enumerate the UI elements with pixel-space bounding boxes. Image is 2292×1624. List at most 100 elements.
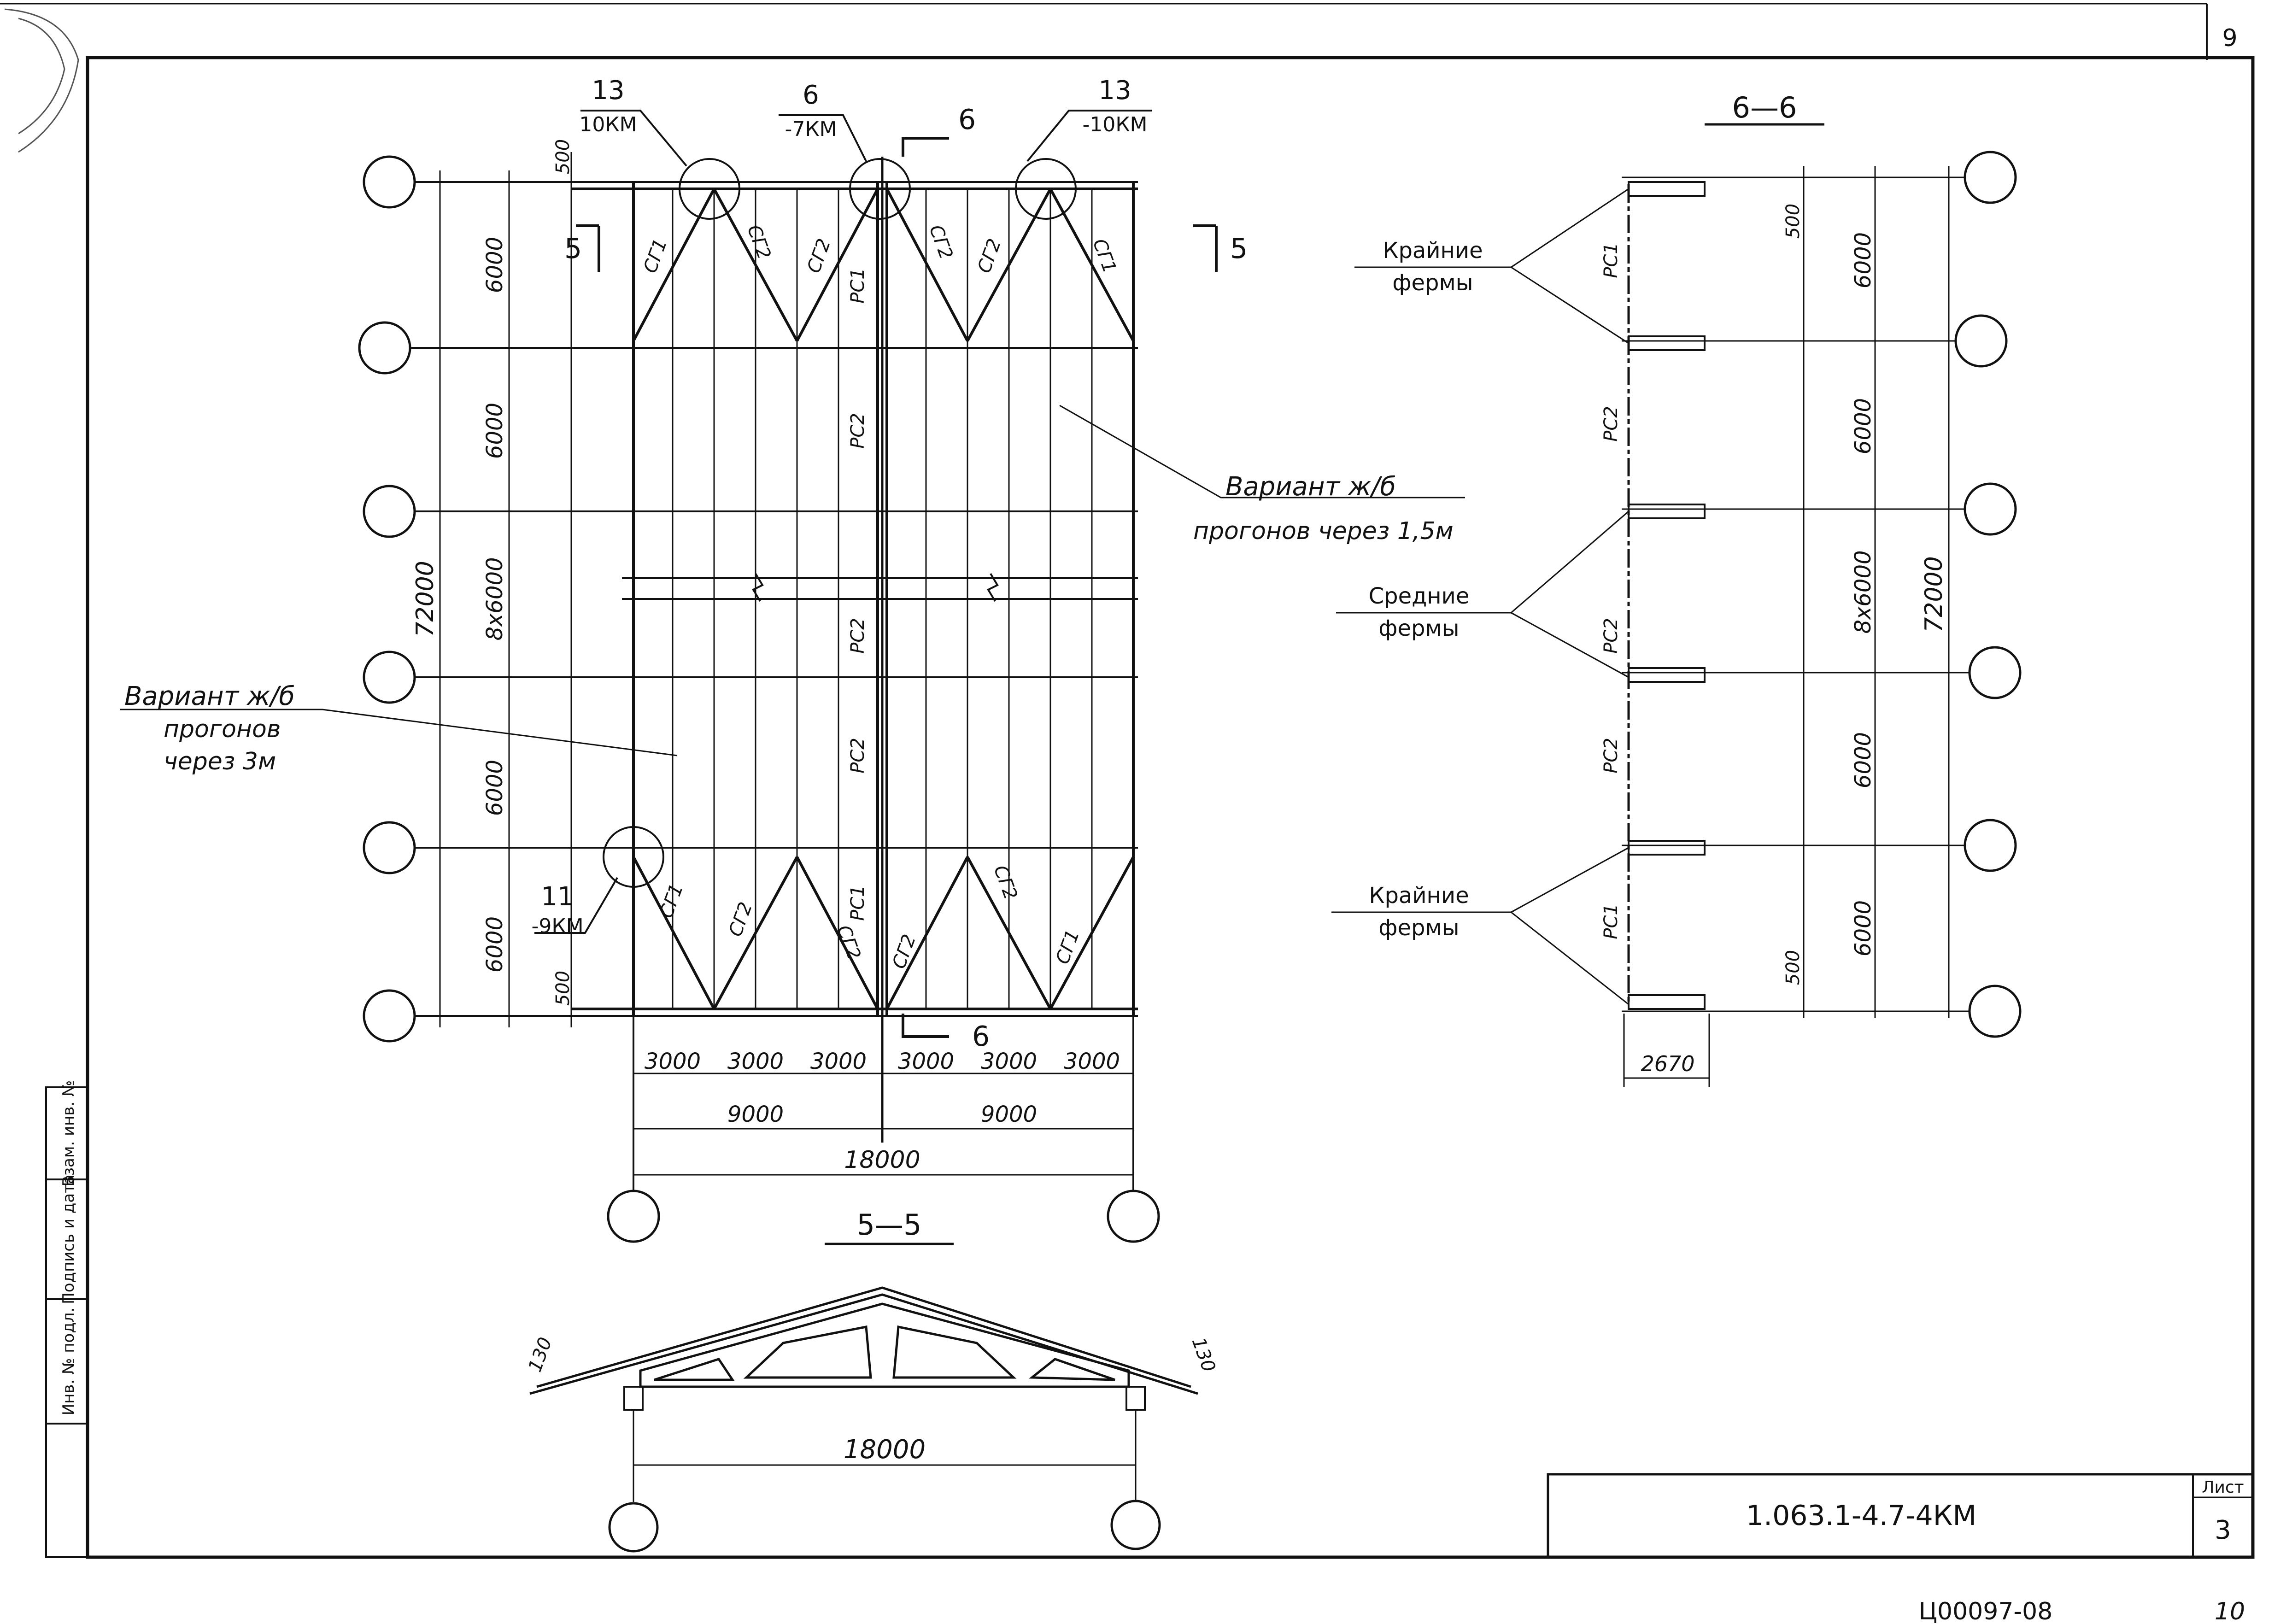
section66-column-bubbles (1954, 151, 2022, 1038)
section66-dim-6000-1: 6000 (1850, 232, 1876, 288)
dim-6000-row5: 6000 (482, 916, 508, 973)
section66-dim-8x6000: 8х6000 (1850, 550, 1876, 633)
section66-outer-bot-2: фермы (1378, 915, 1459, 941)
brace-sg1-top-left: СГ1 (639, 236, 671, 276)
note-left-line3: через 3м (164, 748, 276, 775)
dim-500-bottom: 500 (552, 971, 574, 1006)
title-block-sheet-number: 3 (2215, 1515, 2231, 1545)
section66-outer-bot-1: Крайние (1369, 883, 1469, 909)
brace-sg2-bot-4: СГ2 (990, 862, 1021, 903)
section-6-bottom-label: 6 (972, 1020, 990, 1053)
strut-rs2-2: РС2 (847, 618, 868, 654)
section66-dim-500-bot: 500 (1782, 950, 1804, 985)
section-6-6 (1331, 123, 2022, 1087)
title-block-code: 1.063.1-4.7-4КМ (1746, 1500, 1976, 1532)
callout-mid-ref: -7КМ (785, 117, 837, 141)
dim-6000-row4: 6000 (482, 760, 508, 816)
note-right-line2: прогонов через 1,5м (1193, 517, 1454, 545)
brace-sg2-bot-2: СГ2 (833, 922, 865, 962)
section-5-5 (529, 1243, 1198, 1553)
dim-6000-row2: 6000 (482, 403, 508, 459)
dim-3000-5: 3000 (981, 1049, 1037, 1074)
callout-mid-num: 6 (803, 80, 819, 110)
strut-rs2-3: РС2 (847, 738, 868, 774)
dim-3000-3: 3000 (810, 1049, 867, 1074)
column-bubbles (358, 155, 1160, 1243)
section66-rs1-top: РС1 (1600, 242, 1622, 278)
stamp-inv: Инв. № подл. (59, 1307, 78, 1416)
section66-leaders (1331, 188, 1629, 1005)
section66-outer-top-2: фермы (1392, 270, 1473, 296)
archive-code: Ц00097-08 (1919, 1598, 2053, 1624)
truss-ends (1628, 181, 1706, 1010)
callout-low-ref: -9КМ (531, 915, 583, 938)
dim-3000-2: 3000 (727, 1049, 784, 1074)
dim-9000-left: 9000 (727, 1102, 784, 1127)
roof-plan (358, 110, 1218, 1243)
note-left-line2: прогонов (164, 715, 281, 743)
section66-dim-6000-4: 6000 (1850, 900, 1876, 956)
brace-sg2-top-1: СГ2 (743, 222, 775, 262)
section55-title: 5—5 (857, 1208, 922, 1242)
section-marks (576, 137, 1218, 1038)
leader-lines (120, 405, 1465, 756)
section55-dim-130-right: 130 (1188, 1335, 1219, 1375)
stamp-podpis: Подпись и дата (59, 1174, 78, 1304)
bottom-page-number: 10 (2215, 1598, 2245, 1624)
section55-column-bubbles (608, 1500, 1161, 1553)
section66-rs2-1: РС2 (1600, 406, 1622, 442)
section66-dim-6000-2: 6000 (1850, 398, 1876, 454)
callout-right-ref: -10КМ (1082, 113, 1147, 136)
dim-72000: 72000 (411, 561, 439, 637)
section55-dim-130-left: 130 (524, 1335, 556, 1375)
title-block-sheet-label: Лист (2202, 1478, 2244, 1497)
section55-truss (529, 1286, 1198, 1395)
section66-outer-top-1: Крайние (1383, 238, 1483, 264)
section-5-right-label: 5 (1230, 233, 1248, 265)
section66-dim-2670: 2670 (1641, 1051, 1694, 1076)
section66-middle-1: Средние (1369, 583, 1470, 609)
callout-left-num: 13 (592, 76, 624, 106)
section55-dim-18000: 18000 (844, 1435, 926, 1465)
callout-right-num: 13 (1098, 76, 1131, 106)
section66-dim-6000-3: 6000 (1850, 732, 1876, 788)
brace-sg2-bot-3: СГ2 (888, 932, 920, 972)
stamp-vzam: Взам. инв. № (59, 1080, 78, 1187)
break-band (622, 573, 1138, 602)
brace-sg2-top-4: СГ2 (973, 236, 1005, 276)
sheet-top-number: 9 (2222, 24, 2237, 52)
braces (632, 188, 1135, 1010)
section66-middle-2: фермы (1378, 616, 1459, 641)
grid-axes (410, 157, 1138, 1191)
dim-18000-plan: 18000 (844, 1146, 920, 1174)
brace-sg2-top-2: СГ2 (803, 236, 835, 276)
brace-sg1-bot-right: СГ1 (1052, 927, 1084, 967)
dim-3000-6: 3000 (1064, 1049, 1120, 1074)
brace-sg2-top-3: СГ2 (925, 222, 957, 262)
section-5-left-label: 5 (564, 233, 582, 265)
dim-3000-1: 3000 (645, 1049, 701, 1074)
brace-rs1-top: РС1 (847, 268, 868, 304)
brace-sg2-bot-1: СГ2 (725, 899, 756, 939)
section66-dim-500-top: 500 (1782, 204, 1804, 239)
callout-circles (534, 110, 1152, 934)
section55-supports (623, 1386, 1146, 1411)
brace-sg1-bot-left: СГ1 (656, 881, 687, 921)
callout-left-ref: 10КМ (579, 113, 637, 136)
section66-rs2-3: РС2 (1600, 738, 1622, 774)
dim-9000-right: 9000 (981, 1102, 1037, 1127)
dim-6000-row1: 6000 (482, 237, 508, 293)
dimension-lines (439, 152, 1134, 1184)
dim-8x6000: 8х6000 (482, 557, 508, 640)
section-6-top-label: 6 (958, 104, 976, 136)
sheet-frame (0, 3, 2255, 1559)
brace-rs1-bot: РС1 (847, 885, 868, 921)
note-left-line1: Вариант ж/б (124, 681, 295, 711)
dim-500-top: 500 (552, 139, 574, 174)
strut-rs2-1: РС2 (847, 413, 868, 449)
callout-low-num: 11 (541, 882, 574, 912)
section66-rs1-bot: РС1 (1600, 903, 1622, 939)
section66-rs2-2: РС2 (1600, 618, 1622, 654)
approval-seal (4, 8, 79, 153)
